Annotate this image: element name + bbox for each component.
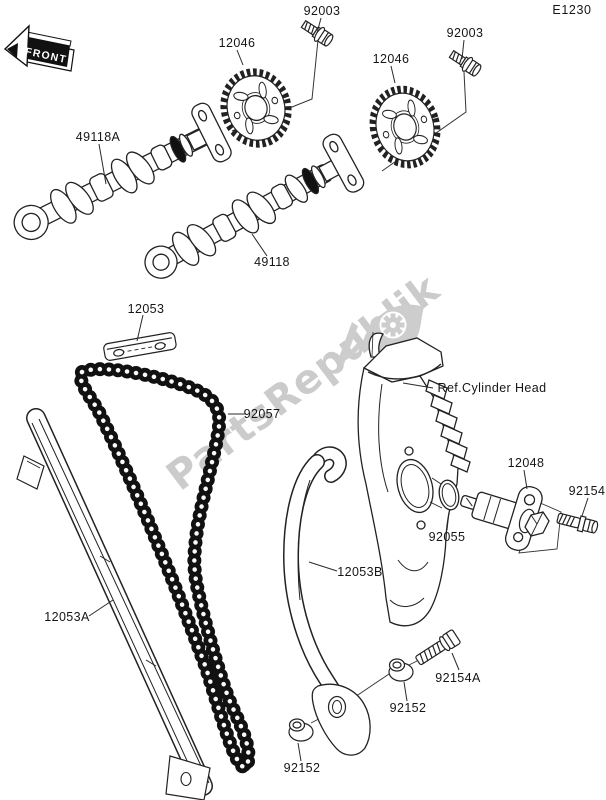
part-label-92154: 92154 bbox=[568, 484, 606, 498]
camshaft-exhaust-drawing bbox=[13, 102, 232, 241]
part-label-92003-right: 92003 bbox=[446, 26, 484, 40]
cam-chain-drawing bbox=[73, 362, 256, 774]
guide-bolt-drawing bbox=[415, 629, 461, 666]
part-label-12053A: 12053A bbox=[44, 610, 90, 624]
tensioner-gasket-drawing bbox=[438, 479, 460, 511]
part-label-ref-cylinder-head: Ref.Cylinder Head bbox=[437, 381, 547, 395]
part-label-12046-right: 12046 bbox=[372, 52, 410, 66]
cam-sprocket-left-drawing bbox=[220, 68, 292, 148]
cam-sprocket-right-drawing bbox=[369, 85, 441, 169]
cylinder-head-drawing bbox=[357, 331, 471, 627]
part-label-92003-left: 92003 bbox=[303, 4, 341, 18]
front-arrow-icon: FRONT bbox=[3, 24, 75, 72]
tensioner-bolt-drawing bbox=[556, 512, 599, 534]
leader-lines bbox=[88, 17, 589, 762]
part-label-12053: 12053 bbox=[127, 302, 165, 316]
diagram-code: E1230 bbox=[552, 3, 592, 17]
chain-guide-upper-drawing bbox=[103, 332, 177, 361]
camshaft-bolt-right-drawing bbox=[448, 49, 482, 77]
part-label-92152-lower: 92152 bbox=[283, 761, 321, 775]
part-label-49118A: 49118A bbox=[75, 130, 121, 144]
part-label-12048: 12048 bbox=[507, 456, 545, 470]
gear-icon bbox=[379, 311, 407, 339]
guide-collar-upper-drawing bbox=[388, 658, 414, 682]
part-label-92154A: 92154A bbox=[435, 671, 481, 685]
guide-collar-lower-drawing bbox=[288, 718, 314, 742]
chain-guide-front-drawing bbox=[16, 408, 213, 800]
part-label-12053B: 12053B bbox=[337, 565, 383, 579]
part-label-49118: 49118 bbox=[254, 255, 290, 269]
part-label-92152-upper: 92152 bbox=[389, 701, 427, 715]
chain-guide-rear-drawing bbox=[282, 446, 371, 756]
chain-tensioner-drawing bbox=[460, 485, 550, 551]
part-label-92057: 92057 bbox=[243, 407, 281, 421]
part-label-92055: 92055 bbox=[428, 530, 466, 544]
camshaft-intake-drawing bbox=[144, 133, 365, 279]
part-label-12046-left: 12046 bbox=[218, 36, 256, 50]
